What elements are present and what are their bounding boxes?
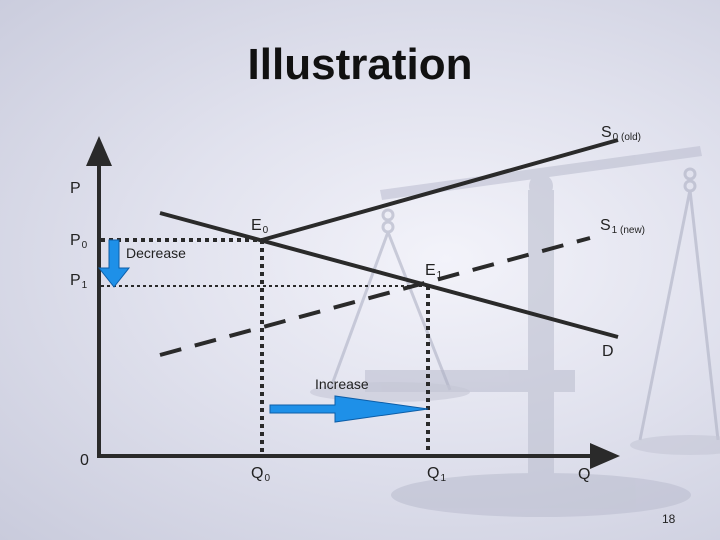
supply-old-label: S0 (old) bbox=[601, 124, 642, 143]
price-p1-label: P1 bbox=[70, 272, 88, 291]
quantity-q1-label: Q1 bbox=[427, 465, 447, 484]
supply-curve-old bbox=[261, 138, 619, 242]
x-axis-label: Q bbox=[578, 466, 591, 483]
origin-label: 0 bbox=[80, 452, 89, 469]
demand-label: D bbox=[602, 343, 614, 360]
x-axis-arrowhead bbox=[590, 443, 620, 469]
increase-label: Increase bbox=[315, 376, 369, 392]
y-axis-arrowhead bbox=[86, 136, 112, 166]
demand-curve bbox=[159, 211, 619, 339]
price-p0-label: P0 bbox=[70, 232, 88, 251]
y-axis-label: P bbox=[70, 180, 81, 197]
increase-arrow bbox=[269, 395, 429, 423]
slide-number: 18 bbox=[662, 512, 676, 526]
supply-new-label: S1 (new) bbox=[600, 217, 646, 236]
quantity-q0-label: Q0 bbox=[251, 465, 271, 484]
decrease-label: Decrease bbox=[126, 245, 186, 261]
slide-title: Illustration bbox=[247, 40, 473, 89]
equilibrium-e1-label: E1 bbox=[425, 262, 443, 281]
decrease-arrow bbox=[97, 239, 131, 288]
supply-curve-new bbox=[159, 236, 591, 357]
equilibrium-e0-label: E0 bbox=[251, 217, 269, 236]
